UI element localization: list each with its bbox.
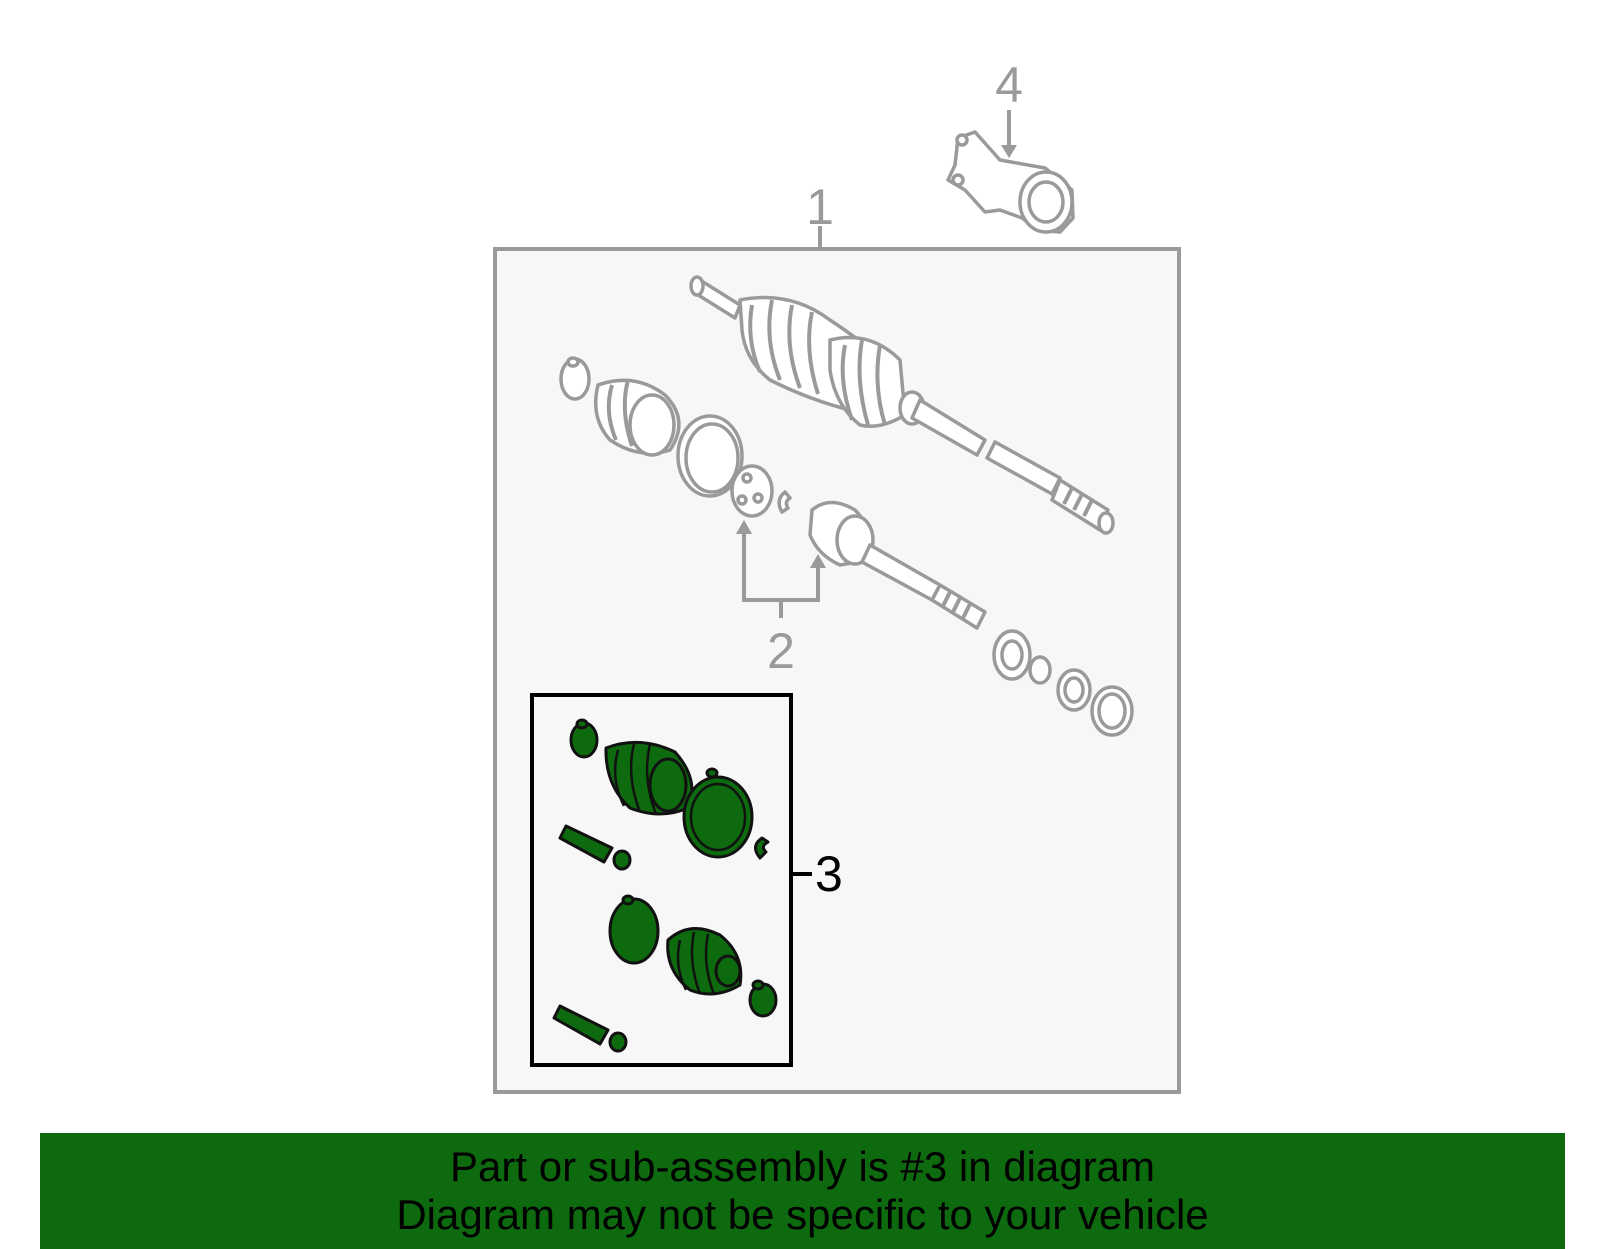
callout-4-arrowhead [1001,145,1017,158]
axle-shaft-assembly [689,275,1115,535]
banner-line-part-number: Part or sub-assembly is #3 in diagram [450,1143,1155,1190]
callout-3: 3 [815,846,843,902]
banner-line-disclaimer: Diagram may not be specific to your vehi… [396,1191,1209,1238]
callout-4: 4 [995,57,1023,113]
bearing-bracket-part [946,130,1075,234]
callout-2-arrowhead-left [736,520,752,534]
joint-boot-set [559,356,1134,737]
info-banner: Part or sub-assembly is #3 in diagram Di… [40,1133,1565,1249]
boot-kit-parts [552,718,778,1053]
callout-2-arrowhead-right [810,554,826,568]
callout-1: 1 [806,179,834,235]
callout-2: 2 [767,623,795,679]
